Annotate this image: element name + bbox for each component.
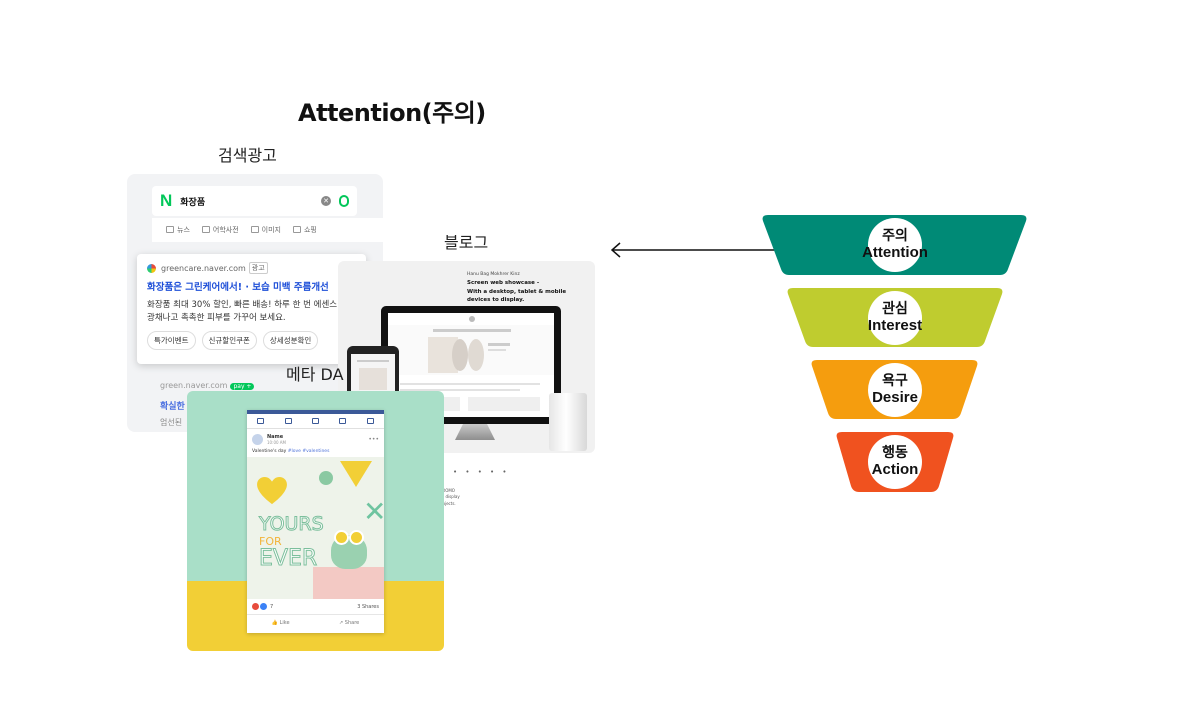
menu-icon[interactable] bbox=[366, 418, 374, 424]
pay-badge: pay + bbox=[230, 383, 255, 390]
funnel-tier-action: 행동 Action bbox=[836, 432, 954, 492]
second-result-title[interactable]: 확실한 bbox=[160, 402, 185, 412]
ad-domain: greencare.naver.com bbox=[161, 263, 246, 273]
friends-icon[interactable] bbox=[284, 418, 292, 424]
cross-decoration: ✕ bbox=[363, 495, 384, 528]
mug-decoration bbox=[549, 393, 587, 451]
notifications-icon[interactable] bbox=[339, 418, 347, 424]
circle-decoration bbox=[319, 471, 333, 485]
funnel-tier-interest: 관심 Interest bbox=[787, 288, 1003, 347]
triangle-decoration bbox=[340, 461, 372, 487]
post-caption: Valentine's day #love #valentines bbox=[252, 449, 330, 454]
monitor-stand bbox=[455, 424, 495, 440]
marketplace-icon[interactable] bbox=[311, 418, 319, 424]
blog-caption: 블로그 bbox=[444, 233, 489, 252]
love-reaction-icon bbox=[252, 603, 259, 610]
clear-icon[interactable]: ✕ bbox=[321, 196, 331, 206]
page-title: Attention(주의) bbox=[298, 99, 486, 127]
blog-mockup: Hanu Bag Mokhrer Kinz Screen web showcas… bbox=[338, 261, 595, 453]
arrow-left-icon bbox=[610, 242, 775, 258]
image-icon bbox=[250, 226, 259, 233]
news-icon bbox=[166, 226, 174, 233]
pink-block-decoration bbox=[313, 567, 384, 599]
like-button[interactable]: 👍 Like bbox=[271, 620, 290, 626]
heart-icon bbox=[257, 477, 287, 505]
facebook-post-mockup: Name 10:00 AM ••• Valentine's day #love … bbox=[247, 410, 384, 633]
naver-logo-icon: N bbox=[160, 191, 173, 210]
search-query[interactable]: 화장품 bbox=[180, 197, 206, 208]
post-stats: 7 3 Shares bbox=[247, 599, 384, 615]
tab-dictionary[interactable]: 어학사전 bbox=[201, 225, 239, 235]
share-count[interactable]: 3 Shares bbox=[357, 603, 379, 610]
post-header: Name 10:00 AM ••• bbox=[247, 429, 384, 447]
frog-illustration bbox=[331, 530, 367, 569]
home-icon[interactable] bbox=[257, 418, 265, 424]
search-ad-caption: 검색광고 bbox=[218, 146, 277, 165]
meta-da-caption: 메타 DA bbox=[286, 365, 344, 384]
search-tabs: 뉴스 어학사전 이미지 쇼핑 bbox=[152, 218, 383, 242]
funnel-tier-desire: 욕구 Desire bbox=[811, 360, 978, 419]
ad-title[interactable]: 화장품은 그린케어에서! · 보습 미백 주름개선 bbox=[147, 282, 329, 293]
meta-da-mockup: Name 10:00 AM ••• Valentine's day #love … bbox=[187, 391, 444, 651]
ad-button-ingredients[interactable]: 상세성분확인 bbox=[262, 330, 319, 350]
blog-tagline: Hanu Bag Mokhrer Kinz Screen web showcas… bbox=[467, 272, 567, 304]
more-options-icon[interactable]: ••• bbox=[368, 436, 379, 443]
funnel-label-attention: 주의 Attention bbox=[862, 218, 928, 272]
mic-icon[interactable] bbox=[339, 195, 349, 207]
post-actions: 👍 Like ↗ Share bbox=[247, 615, 384, 631]
tab-images[interactable]: 이미지 bbox=[250, 225, 281, 235]
funnel-label-interest: 관심 Interest bbox=[868, 291, 922, 345]
tab-news[interactable]: 뉴스 bbox=[166, 225, 190, 235]
post-author[interactable]: Name bbox=[267, 434, 284, 440]
ad-description: 화장품 최대 30% 할인, 빠른 배송! 하루 한 번 에센스 광채나고 촉촉… bbox=[147, 300, 338, 323]
ad-extension-buttons: 특가이벤트 신규할인쿠폰 상세성분확인 bbox=[147, 330, 356, 350]
facebook-nav-bar bbox=[247, 414, 384, 429]
monitor-device bbox=[381, 306, 561, 424]
share-button[interactable]: ↗ Share bbox=[339, 620, 360, 626]
avatar[interactable] bbox=[252, 434, 263, 445]
ad-button-event[interactable]: 특가이벤트 bbox=[147, 330, 196, 350]
post-time: 10:00 AM bbox=[267, 440, 286, 445]
funnel-tier-attention: 주의 Attention bbox=[762, 215, 1027, 275]
second-result-desc: 엄선된 bbox=[160, 418, 183, 427]
tab-shopping[interactable]: 쇼핑 bbox=[292, 225, 317, 235]
ad-badge: 광고 bbox=[248, 262, 268, 274]
funnel-label-action: 행동 Action bbox=[868, 435, 922, 489]
ad-button-coupon[interactable]: 신규할인쿠폰 bbox=[201, 330, 257, 350]
favicon-icon bbox=[147, 263, 156, 273]
search-ad-result[interactable]: greencare.naver.com 광고 화장품은 그린케어에서! · 보습… bbox=[137, 254, 366, 364]
dictionary-icon bbox=[201, 226, 210, 233]
post-image[interactable]: ✕ YOURS FOR EVER bbox=[247, 457, 384, 599]
carousel-dots[interactable]: • • • • • bbox=[453, 468, 510, 476]
shopping-icon bbox=[292, 226, 301, 233]
funnel-label-desire: 욕구 Desire bbox=[868, 363, 922, 417]
search-bar[interactable]: N 화장품 ✕ bbox=[152, 186, 357, 216]
like-reaction-icon bbox=[260, 603, 267, 610]
reaction-count[interactable]: 7 bbox=[270, 603, 274, 610]
post-image-text: YOURS FOR EVER bbox=[259, 513, 325, 571]
